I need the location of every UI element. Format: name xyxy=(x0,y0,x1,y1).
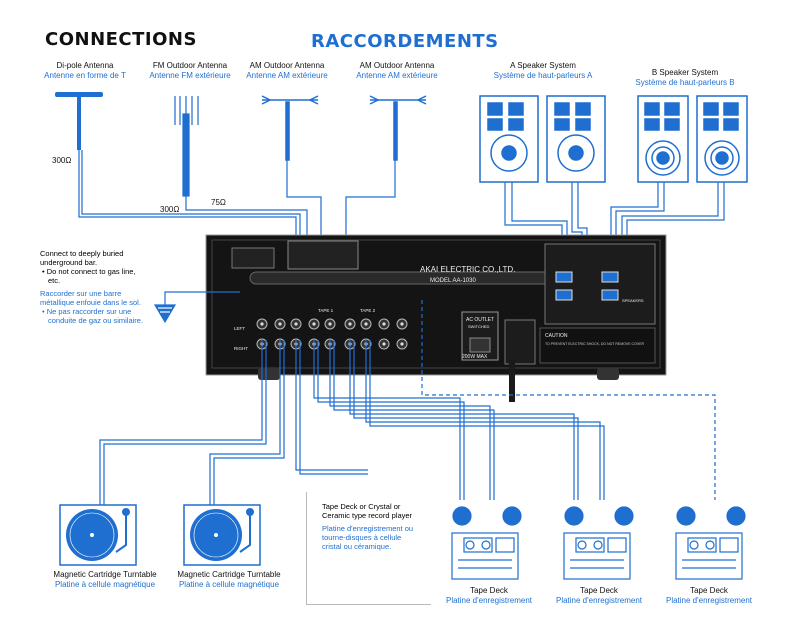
antenna-label-fr: Antenne AM extérieure xyxy=(356,71,438,80)
turntable-label-fr: Platine à cellule magnétique xyxy=(178,580,280,589)
speaker-b-right-icon xyxy=(696,95,748,183)
antenna-label-en: FM Outdoor Antenna xyxy=(152,61,228,70)
am-antenna-icon xyxy=(261,95,319,161)
ground-note-fr-bullet: • Ne pas raccorder sur une conduite de g… xyxy=(42,307,144,325)
antenna-label-am-2: AM Outdoor Antenna Antenne AM extérieure xyxy=(342,61,452,81)
tape-note-fr: Platine d'enregistrement ou tourne-disqu… xyxy=(322,524,414,551)
am-antenna-icon xyxy=(369,95,427,161)
turntable-label-en: Magnetic Cartridge Turntable xyxy=(53,570,157,579)
title-en: CONNECTIONS xyxy=(45,29,197,50)
rca-jack-pin xyxy=(364,322,368,326)
speaker-label-en: B Speaker System xyxy=(651,68,719,77)
tapedeck-label-fr: Platine d'enregistrement xyxy=(555,596,643,605)
ground-note-en-bullet: • Do not connect to gas line, etc. xyxy=(42,267,136,285)
dipole-antenna-icon xyxy=(55,92,103,150)
rca-jack-pin xyxy=(400,342,404,346)
amp-tape2: TAPE 2 xyxy=(360,308,376,313)
source-cables xyxy=(99,300,716,505)
rca-jack-pin xyxy=(382,322,386,326)
rca-jack-pin xyxy=(278,322,282,326)
amp-right: RIGHT xyxy=(234,346,248,351)
tapedeck-label-en: Tape Deck xyxy=(580,586,618,595)
antenna-label-fr: Antenne en forme de T xyxy=(44,71,126,80)
tapedeck-label-en: Tape Deck xyxy=(690,586,728,595)
speaker-label-b: B Speaker System Système de haut-parleur… xyxy=(620,68,750,88)
amplifier-rear-panel xyxy=(205,234,667,402)
ground-note-fr: Raccorder sur une barre métallique enfou… xyxy=(40,289,141,307)
tapedeck-label-en: Tape Deck xyxy=(470,586,508,595)
turntable-label-fr: Platine à cellule magnétique xyxy=(54,580,156,589)
amp-brand: AKAI ELECTRIC CO.,LTD. xyxy=(420,265,515,274)
rca-jack-pin xyxy=(328,322,332,326)
rca-jack-pin xyxy=(348,322,352,326)
speaker-label-a: A Speaker System Système de haut-parleur… xyxy=(478,61,608,81)
speaker-terminal xyxy=(601,271,619,283)
antenna-label-en: AM Outdoor Antenna xyxy=(359,61,435,70)
amp-caution: TO PREVENT ELECTRIC SHOCK, DO NOT REMOVE… xyxy=(545,342,644,346)
amp-caution-title: CAUTION xyxy=(545,333,568,339)
tape-note-box xyxy=(306,492,431,605)
antenna-label-fr: Antenne FM extérieure xyxy=(149,71,231,80)
speaker-label-fr: Système de haut-parleurs A xyxy=(493,71,593,80)
speaker-terminal xyxy=(555,271,573,283)
antenna-label-en: Di-pole Antenna xyxy=(56,61,114,70)
ground-note: Connect to deeply buried underground bar… xyxy=(40,249,145,325)
rca-jack-pin xyxy=(312,322,316,326)
tapedeck-label-fr: Platine d'enregistrement xyxy=(445,596,533,605)
tapedeck-label-1: Tape Deck Platine d'enregistrement xyxy=(434,586,544,606)
turntable-label-en: Magnetic Cartridge Turntable xyxy=(177,570,281,579)
speaker-a-right-icon xyxy=(546,95,606,183)
rca-jack-pin xyxy=(260,322,264,326)
turntable-2-icon xyxy=(183,504,261,566)
speaker-b-left-icon xyxy=(637,95,689,183)
speaker-label-en: A Speaker System xyxy=(510,61,576,70)
ground-icon xyxy=(153,291,240,324)
impedance-label-fm: 300Ω xyxy=(160,205,180,214)
tape-note-en: Tape Deck or Crystal or Ceramic type rec… xyxy=(322,502,413,520)
antenna-label-am-1: AM Outdoor Antenna Antenne AM extérieure xyxy=(232,61,342,81)
impedance-label-75: 75Ω xyxy=(211,198,226,207)
speaker-terminal xyxy=(555,289,573,301)
tapedeck-label-3: Tape Deck Platine d'enregistrement xyxy=(654,586,764,606)
tape-note: Tape Deck or Crystal or Ceramic type rec… xyxy=(322,502,417,551)
antenna-label-dipole: Di-pole Antenna Antenne en forme de T xyxy=(30,61,140,81)
amp-speakers: SPEAKERS xyxy=(622,298,644,303)
fm-antenna-icon xyxy=(174,96,199,197)
tapedeck-label-2: Tape Deck Platine d'enregistrement xyxy=(544,586,654,606)
turntable-label-1: Magnetic Cartridge Turntable Platine à c… xyxy=(40,570,170,590)
amp-model: MODEL AA-1030 xyxy=(430,278,476,284)
speaker-label-fr: Système de haut-parleurs B xyxy=(635,78,735,87)
antenna-cables xyxy=(78,150,396,245)
title-fr: RACCORDEMENTS xyxy=(311,31,499,52)
tape-deck-3-icon xyxy=(675,506,746,580)
tape-deck-2-icon xyxy=(563,506,634,580)
speaker-a-left-icon xyxy=(479,95,539,183)
tape-deck-1-icon xyxy=(451,506,522,580)
amp-left: LEFT xyxy=(234,326,245,331)
antenna-label-en: AM Outdoor Antenna xyxy=(249,61,325,70)
rca-jack-pin xyxy=(382,342,386,346)
antenna-label-fm: FM Outdoor Antenna Antenne FM extérieure xyxy=(135,61,245,81)
turntable-1-icon xyxy=(59,504,137,566)
turntable-label-2: Magnetic Cartridge Turntable Platine à c… xyxy=(164,570,294,590)
antenna-label-fr: Antenne AM extérieure xyxy=(246,71,328,80)
amp-ac-outlet: AC OUTLET xyxy=(466,317,494,323)
speaker-terminal xyxy=(601,289,619,301)
amp-watt: 200W MAX xyxy=(462,354,488,360)
impedance-label-dipole: 300Ω xyxy=(52,156,72,165)
tapedeck-label-fr: Platine d'enregistrement xyxy=(665,596,753,605)
ground-note-en: Connect to deeply buried underground bar… xyxy=(40,249,124,267)
amp-ac-sub: SWITCHED xyxy=(468,324,489,329)
rca-jack-pin xyxy=(400,322,404,326)
rca-jack-pin xyxy=(294,322,298,326)
amp-tape1: TAPE 1 xyxy=(318,308,334,313)
